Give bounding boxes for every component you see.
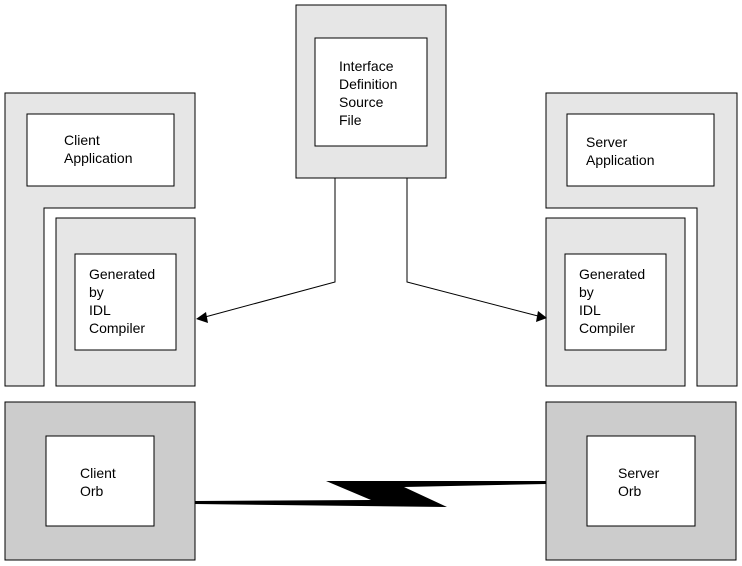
server-application-box: [566, 113, 715, 187]
client-application-label: Client Application: [64, 132, 133, 166]
idl-source-label: Interface Definition Source File: [339, 58, 398, 128]
arrow-idl-to-server: [406, 178, 539, 317]
client-orb-label: Client Orb: [80, 465, 116, 499]
server-generated-label: Generated by IDL Compiler: [579, 266, 646, 336]
client-generated-box: [74, 253, 177, 351]
client-generated-label: Generated by IDL Compiler: [89, 266, 156, 336]
server-application-label: Server Application: [586, 134, 655, 168]
arrowhead-client: [196, 312, 208, 323]
server-orb-label: Server Orb: [618, 465, 660, 499]
server-generated-box: [564, 253, 667, 351]
network-link-bolt: [195, 481, 546, 507]
client-orb-box: [45, 435, 155, 527]
client-application-box: [26, 113, 175, 187]
server-orb-box: [586, 435, 696, 527]
arrow-idl-to-client: [204, 178, 336, 318]
arrowhead-server: [536, 311, 547, 322]
idl-source-box: [314, 37, 428, 147]
